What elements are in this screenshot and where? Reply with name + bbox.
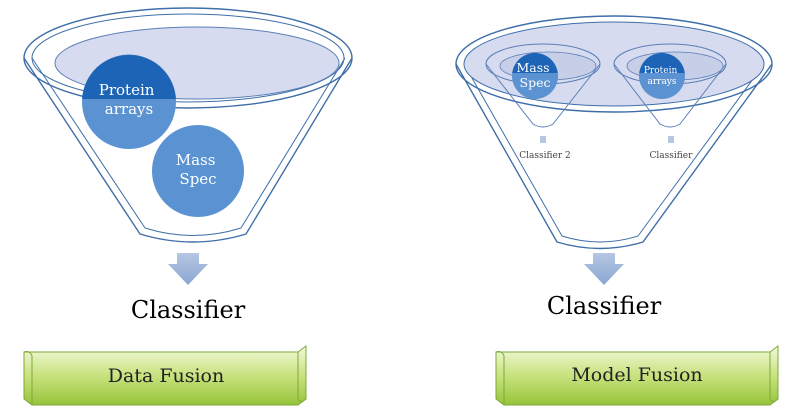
protein-arrays-label: Protein arrays: [99, 81, 159, 118]
right-classifier-label: Classifier: [547, 292, 662, 320]
left-classifier-label: Classifier: [131, 296, 246, 324]
data-fusion-banner: Data Fusion: [23, 345, 307, 406]
inner-funnel-right: Protein arrays Classifier: [613, 43, 727, 161]
model-fusion-label: Model Fusion: [571, 364, 702, 386]
inner-funnel-left: Mass Spec Classifier 2: [485, 43, 601, 161]
protein-arrays-bubble: Protein arrays: [81, 54, 176, 149]
right-down-arrow: [584, 253, 624, 285]
model-fusion-banner: Model Fusion: [495, 345, 779, 406]
inner-right-arrow: [668, 136, 674, 143]
inner-protein-arrays-label: Protein arrays: [644, 66, 680, 87]
left-down-arrow: [168, 253, 208, 285]
right-funnel: [455, 15, 773, 250]
model-fusion-panel: Mass Spec Classifier 2 Protein arrays Cl…: [455, 15, 779, 406]
classifier-inner-label: Classifier: [650, 151, 694, 161]
data-fusion-label: Data Fusion: [108, 365, 225, 387]
data-fusion-panel: Protein arrays Mass Spec Classifier Data…: [23, 7, 353, 406]
mass-spec-label: Mass Spec: [176, 151, 220, 188]
inner-mass-spec-label: Mass Spec: [516, 60, 553, 90]
mass-spec-bubble: Mass Spec: [152, 125, 244, 217]
classifier-2-label: Classifier 2: [519, 151, 570, 161]
inner-left-arrow: [540, 136, 546, 143]
